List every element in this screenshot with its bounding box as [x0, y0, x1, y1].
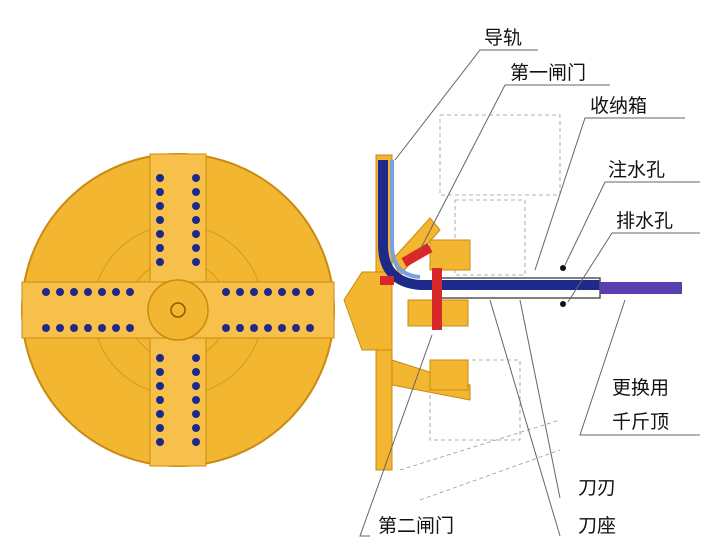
bolt-icon — [98, 324, 106, 332]
label-blade: 刀刃 — [578, 477, 616, 499]
bolt-icon — [192, 258, 200, 266]
bolt-icon — [156, 174, 164, 182]
bolt-icon — [278, 324, 286, 332]
bolt-icon — [192, 354, 200, 362]
bolt-icon — [98, 288, 106, 296]
bolt-icon — [250, 288, 258, 296]
water-inlet-icon — [560, 265, 566, 271]
bolt-icon — [56, 324, 64, 332]
bolt-icon — [192, 244, 200, 252]
bolt-icon — [264, 324, 272, 332]
bolt-icon — [192, 396, 200, 404]
bolt-icon — [156, 188, 164, 196]
bolt-icon — [156, 230, 164, 238]
leader-lines — [359, 49, 700, 537]
bolt-icon — [42, 288, 50, 296]
bolt-icon — [126, 288, 134, 296]
bolt-icon — [192, 230, 200, 238]
bolt-icon — [192, 202, 200, 210]
label-storage-box: 收纳箱 — [590, 95, 647, 117]
bolt-icon — [156, 424, 164, 432]
label-guide-rail: 导轨 — [484, 27, 522, 49]
bolt-icon — [70, 288, 78, 296]
bolt-icon — [222, 324, 230, 332]
bolt-icon — [84, 288, 92, 296]
bolt-icon — [156, 202, 164, 210]
bolt-icon — [264, 288, 272, 296]
bolt-icon — [306, 288, 314, 296]
bolt-icon — [306, 324, 314, 332]
bolt-icon — [156, 438, 164, 446]
bolt-icon — [192, 216, 200, 224]
bolt-icon — [250, 324, 258, 332]
first-gate — [401, 243, 433, 267]
bolt-icon — [70, 324, 78, 332]
bolt-icon — [156, 368, 164, 376]
bolt-icon — [192, 424, 200, 432]
bolt-icon — [192, 410, 200, 418]
bolt-icon — [292, 324, 300, 332]
bolt-icon — [112, 288, 120, 296]
bolt-icon — [222, 288, 230, 296]
label-blade-seat: 刀座 — [578, 515, 616, 537]
bolt-icon — [236, 288, 244, 296]
label-jack-line2: 千斤顶 — [612, 411, 669, 433]
bolt-icon — [42, 324, 50, 332]
bolt-icon — [156, 382, 164, 390]
bolt-icon — [192, 438, 200, 446]
bolt-icon — [192, 188, 200, 196]
guide-rail — [378, 160, 600, 290]
bolt-icon — [236, 324, 244, 332]
cutterhead — [21, 153, 387, 467]
bolt-icon — [278, 288, 286, 296]
bolt-icon — [84, 324, 92, 332]
bolt-icon — [156, 396, 164, 404]
bolt-icon — [126, 324, 134, 332]
bolt-icon — [112, 324, 120, 332]
bolt-icon — [192, 368, 200, 376]
label-water-outlet: 排水孔 — [616, 210, 673, 232]
bolt-icon — [292, 288, 300, 296]
rail-seal — [380, 276, 394, 285]
label-second-gate: 第二闸门 — [378, 515, 454, 537]
bolt-icon — [192, 382, 200, 390]
water-outlet-icon — [560, 301, 566, 307]
bolt-icon — [156, 354, 164, 362]
bolt-icon — [156, 258, 164, 266]
second-gate — [432, 268, 442, 330]
label-water-inlet: 注水孔 — [608, 159, 665, 181]
label-jack-line1: 更换用 — [612, 377, 669, 399]
label-first-gate: 第一闸门 — [510, 62, 586, 84]
jack-rod — [600, 282, 682, 294]
bolt-icon — [192, 174, 200, 182]
bulkhead-frame — [343, 154, 471, 471]
bolt-icon — [156, 244, 164, 252]
bolt-icon — [156, 410, 164, 418]
bolt-icon — [156, 216, 164, 224]
bolt-icon — [56, 288, 64, 296]
